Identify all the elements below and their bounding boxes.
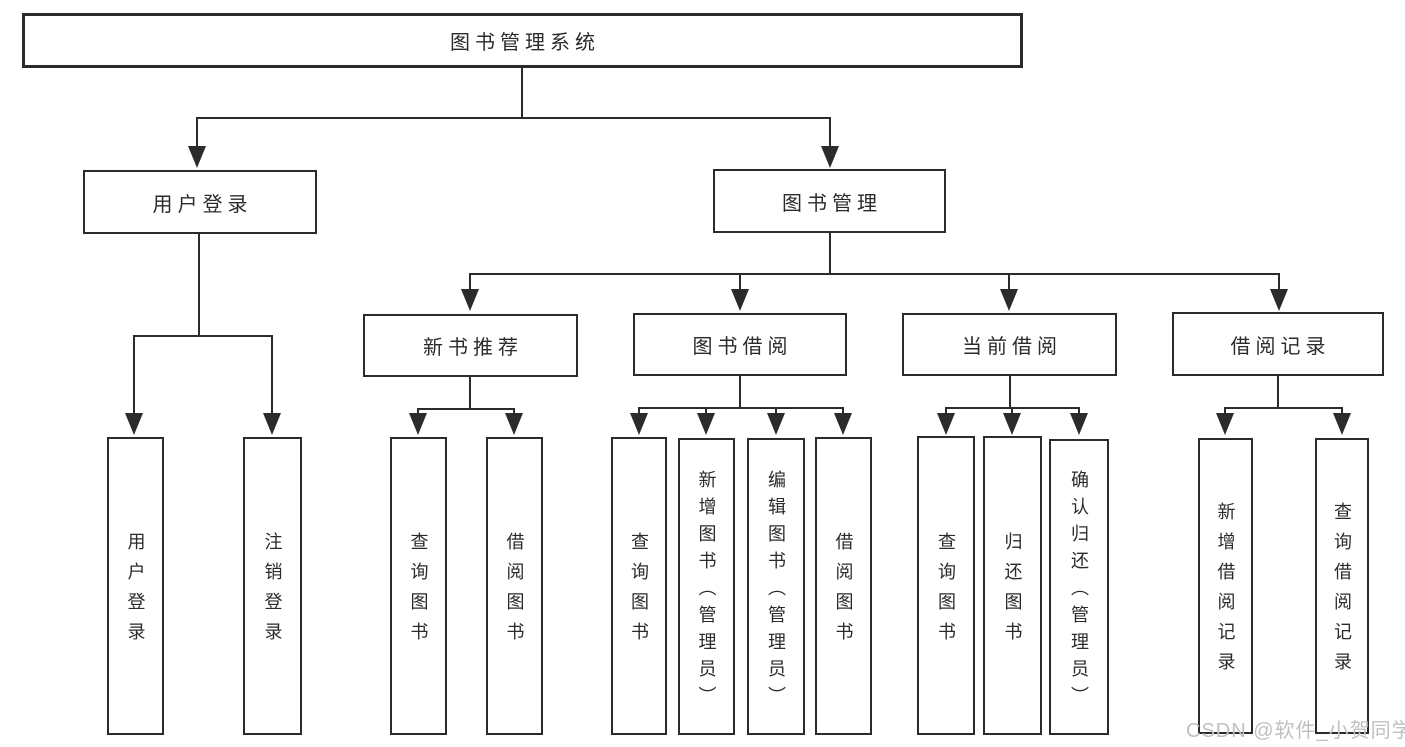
leaf-query-books-borrow: 查询图书 bbox=[611, 437, 667, 735]
arrowhead-to-leaf-borrow-1 bbox=[505, 413, 523, 435]
leaf-logout: 注销登录 bbox=[243, 437, 302, 735]
arrowhead-to-leaf-query-2 bbox=[630, 413, 648, 435]
connector-book-management-stem bbox=[829, 233, 831, 273]
node-label: 图书管理系统 bbox=[450, 32, 600, 54]
leaf-label: 借阅图书 bbox=[504, 532, 525, 652]
node-label: 当前借阅 bbox=[962, 336, 1062, 358]
connector-to-leaf-return-book bbox=[1011, 407, 1013, 415]
connector-to-leaf-confirm-return bbox=[1078, 407, 1080, 415]
connector-to-leaf-user-login bbox=[133, 335, 135, 415]
connector-to-book-management bbox=[829, 117, 831, 148]
node-user-login: 用户登录 bbox=[83, 170, 317, 234]
connector-to-leaf-edit-book bbox=[775, 407, 777, 415]
connector-to-leaf-add-book bbox=[705, 407, 707, 415]
connector-to-current-borrow bbox=[1008, 273, 1010, 291]
node-book-management: 图书管理 bbox=[713, 169, 946, 233]
connector-borrow-records-branch bbox=[1225, 407, 1342, 409]
connector-book-borrow-stem bbox=[739, 376, 741, 407]
leaf-add-book-admin: 新增图书（管理员） bbox=[678, 438, 735, 735]
connector-to-new-book bbox=[469, 273, 471, 291]
arrowhead-to-book-management bbox=[821, 146, 839, 168]
connector-to-leaf-logout bbox=[271, 335, 273, 415]
arrowhead-to-leaf-logout bbox=[263, 413, 281, 435]
connector-to-leaf-query-1 bbox=[417, 408, 419, 415]
connector-current-borrow-stem bbox=[1009, 376, 1011, 407]
leaf-label: 新增借阅记录 bbox=[1215, 502, 1236, 682]
connector-to-borrow-records bbox=[1278, 273, 1280, 291]
connector-new-book-stem bbox=[469, 377, 471, 408]
arrowhead-to-leaf-borrow-2 bbox=[834, 413, 852, 435]
node-label: 借阅记录 bbox=[1230, 335, 1331, 358]
arrowhead-to-leaf-query-1 bbox=[409, 413, 427, 435]
arrowhead-to-leaf-add-record bbox=[1216, 413, 1234, 435]
arrowhead-to-leaf-user-login bbox=[125, 413, 143, 435]
connector-user-login-stem bbox=[198, 234, 200, 335]
node-current-borrow: 当前借阅 bbox=[902, 313, 1117, 376]
node-label: 图书借阅 bbox=[692, 336, 793, 358]
arrowhead-to-borrow-records bbox=[1270, 289, 1288, 311]
connector-to-leaf-query-3 bbox=[945, 407, 947, 415]
node-label: 图书管理 bbox=[782, 192, 882, 215]
connector-to-leaf-add-record bbox=[1224, 407, 1226, 415]
arrowhead-to-leaf-query-record bbox=[1333, 413, 1351, 435]
leaf-label: 查询图书 bbox=[408, 532, 429, 652]
leaf-label: 编辑图书（管理员） bbox=[766, 469, 786, 713]
node-borrow-records: 借阅记录 bbox=[1172, 312, 1384, 376]
leaf-query-books-recommend: 查询图书 bbox=[390, 437, 447, 735]
leaf-confirm-return-admin: 确认归还（管理员） bbox=[1049, 439, 1109, 735]
csdn-watermark: CSDN @软件_小贺同学 bbox=[1186, 720, 1405, 742]
node-library-management-system: 图书管理系统 bbox=[22, 13, 1023, 68]
connector-book-management-branch bbox=[470, 273, 1280, 275]
leaf-label: 注销登录 bbox=[262, 532, 283, 652]
arrowhead-to-leaf-add-book bbox=[697, 413, 715, 435]
leaf-add-borrow-record: 新增借阅记录 bbox=[1198, 438, 1253, 734]
leaf-label: 借阅图书 bbox=[833, 532, 854, 652]
leaf-label: 查询借阅记录 bbox=[1332, 502, 1352, 682]
connector-to-user-login bbox=[196, 117, 198, 148]
leaf-label: 查询图书 bbox=[936, 531, 956, 652]
leaf-return-books: 归还图书 bbox=[983, 436, 1042, 735]
leaf-label: 新增图书（管理员） bbox=[696, 469, 717, 713]
connector-root-stem bbox=[521, 68, 523, 117]
leaf-label: 用户登录 bbox=[125, 532, 146, 652]
leaf-borrow-books-borrow: 借阅图书 bbox=[815, 437, 872, 735]
connector-book-borrow-branch bbox=[639, 407, 843, 409]
leaf-edit-book-admin: 编辑图书（管理员） bbox=[747, 438, 805, 735]
node-label: 用户登录 bbox=[152, 193, 253, 216]
connector-root-branch bbox=[197, 117, 831, 119]
connector-to-leaf-borrow-2 bbox=[842, 407, 844, 415]
node-new-book-recommend: 新书推荐 bbox=[363, 314, 578, 377]
leaf-query-books-current: 查询图书 bbox=[917, 436, 975, 735]
connector-to-leaf-query-record bbox=[1341, 407, 1343, 415]
leaf-label: 归还图书 bbox=[1002, 531, 1023, 652]
arrowhead-to-leaf-query-3 bbox=[937, 413, 955, 435]
leaf-borrow-books-recommend: 借阅图书 bbox=[486, 437, 543, 735]
leaf-label: 查询图书 bbox=[629, 532, 649, 652]
arrowhead-to-new-book bbox=[461, 289, 479, 311]
node-book-borrow: 图书借阅 bbox=[633, 313, 847, 376]
connector-new-book-branch bbox=[418, 408, 514, 410]
arrowhead-to-current-borrow bbox=[1000, 289, 1018, 311]
connector-user-login-branch bbox=[134, 335, 273, 337]
connector-to-leaf-query-2 bbox=[638, 407, 640, 415]
leaf-user-login: 用户登录 bbox=[107, 437, 164, 735]
arrowhead-to-leaf-confirm-return bbox=[1070, 413, 1088, 435]
connector-to-leaf-borrow-1 bbox=[513, 408, 515, 415]
leaf-query-borrow-record: 查询借阅记录 bbox=[1315, 438, 1369, 734]
arrowhead-to-leaf-return-book bbox=[1003, 413, 1021, 435]
connector-to-book-borrow bbox=[739, 273, 741, 291]
arrowhead-to-book-borrow bbox=[731, 289, 749, 311]
arrowhead-to-leaf-edit-book bbox=[767, 413, 785, 435]
arrowhead-to-user-login bbox=[188, 146, 206, 168]
leaf-label: 确认归还（管理员） bbox=[1069, 470, 1089, 713]
connector-borrow-records-stem bbox=[1277, 376, 1279, 407]
node-label: 新书推荐 bbox=[423, 337, 523, 359]
